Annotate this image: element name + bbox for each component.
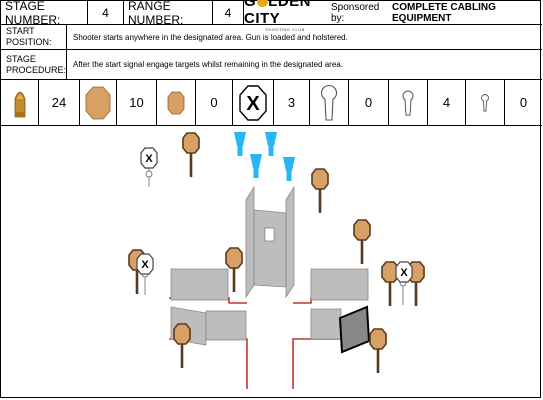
door [338,305,371,354]
stage-diagram: X [128,132,425,389]
sponsor-name: COMPLETE CABLING EQUIPMENT [392,1,496,24]
wall-right-lower [310,308,342,340]
cone-2 [265,132,277,156]
tower-right-face [285,185,295,299]
no-shoot-2 [136,253,154,275]
paper-target-icon [80,80,117,125]
stage-procedure-text: After the start signal engage targets wh… [73,60,343,69]
target-1 [182,132,200,178]
target-2 [311,168,329,214]
no-shoot-count: 3 [274,80,310,125]
no-shoot-target-icon: X [233,80,274,125]
cone-3 [250,154,262,178]
wall-left-upper [170,268,229,301]
popper-count: 0 [349,80,389,125]
micro-popper-count: 0 [519,95,528,110]
logo-letter: G [244,0,257,10]
start-position-text: Shooter starts anywhere in the designate… [73,32,348,42]
stage-procedure-label-line1: STAGE [6,53,36,64]
logo-text: LDEN CITY [244,0,312,27]
stage-number-label: STAGE NUMBER: [1,0,88,27]
logo-subtitle: SHOOTING CLUB [265,27,305,32]
bullet-icon [1,80,39,125]
stage-procedure-row: STAGE PROCEDURE: After the start signal … [1,50,542,80]
tower-front [253,209,287,288]
popper-icon [310,80,349,125]
no-shoot-1 [140,147,158,169]
mini-popper-icon [389,80,428,125]
stage-procedure-label: STAGE PROCEDURE: [1,50,67,79]
fault-line-left [169,338,248,389]
round-count: 24 [39,80,80,125]
wall-right-upper [310,268,369,301]
sponsor-label: Sponsored by: [331,1,380,24]
stage-number-value: 4 [88,1,124,24]
sponsor: Sponsored by: COMPLETE CABLING EQUIPMENT [331,1,542,24]
start-position-label: START POSITION: [1,25,67,49]
range-number-value: 4 [213,1,244,24]
tower-left-face [245,185,255,299]
micro-popper-icon [466,80,505,125]
logo-sun-icon [256,0,268,7]
start-position-label-line1: START [6,26,35,36]
mini-paper-target-count: 0 [196,80,233,125]
mini-paper-target-icon [157,80,196,125]
cone-1 [234,132,246,156]
paper-target-count: 10 [117,80,157,125]
mini-popper-count: 4 [428,80,466,125]
start-position-row: START POSITION: Shooter starts anywhere … [1,25,542,50]
target-8 [173,323,191,369]
wall-left-lower-2 [205,310,247,341]
stage-procedure-label-line2: PROCEDURE: [6,64,67,75]
no-shoot-mark: X [246,93,260,115]
start-position-label-line2: POSITION: [6,37,52,47]
target-count-row: 24 10 0 X 3 0 4 0 [1,80,542,126]
tower-window [264,227,275,242]
cone-4 [283,157,295,181]
target-9 [369,328,387,374]
range-number-label: RANGE NUMBER: [124,0,213,27]
no-shoot-3 [395,261,413,283]
target-3 [353,219,371,265]
